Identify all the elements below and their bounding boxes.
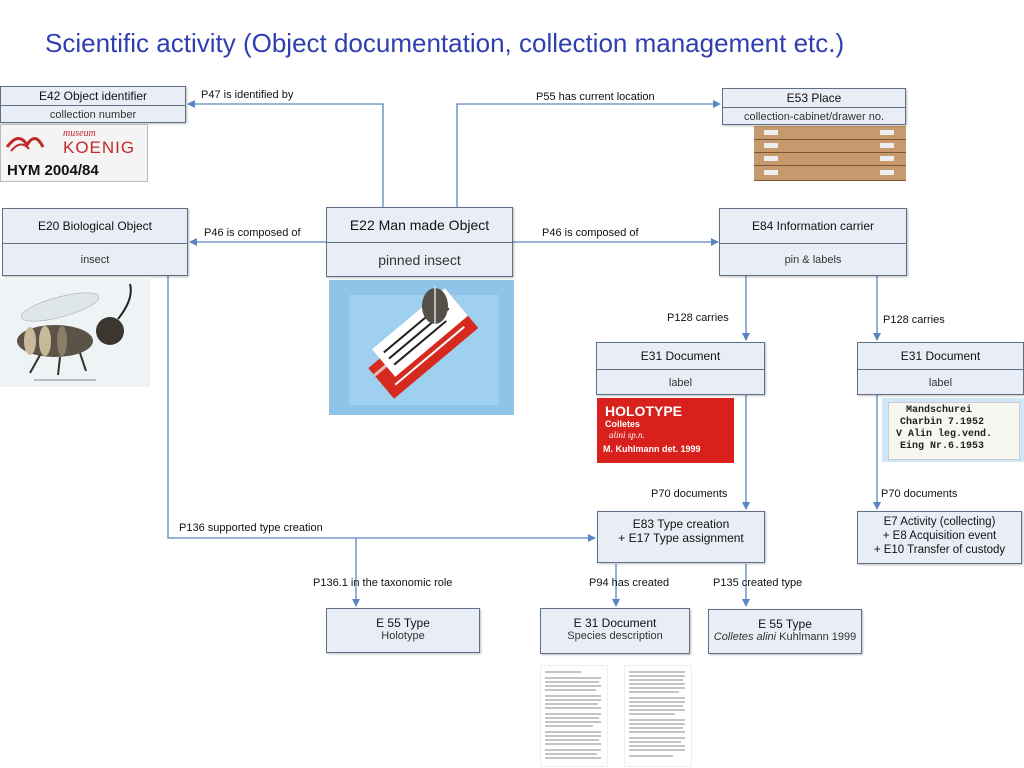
node-e31-document-b[interactable]: E31 Document label — [857, 342, 1024, 395]
node-e22-head: E22 Man made Object — [327, 208, 512, 243]
node-e7-line1: E7 Activity (collecting) — [883, 516, 996, 528]
node-e31-document-a[interactable]: E31 Document label — [596, 342, 765, 395]
drawer-handle — [880, 130, 894, 135]
edge-label-p135: P135 created type — [713, 577, 803, 589]
node-e7-activity[interactable]: E7 Activity (collecting) + E8 Acquisitio… — [857, 511, 1022, 564]
node-e53-sub: collection-cabinet/drawer no. — [743, 111, 885, 123]
edge-label-p46-right: P46 is composed of — [542, 227, 639, 239]
node-e42-head: E42 Object identifier — [1, 87, 185, 106]
collection-label-line3: V Alin leg.vend. — [896, 429, 993, 440]
node-e42-object-identifier[interactable]: E42 Object identifier collection number — [0, 86, 186, 123]
drawer-handle — [880, 156, 894, 161]
node-e31b-sub: label — [928, 376, 953, 389]
holotype-label-line1: HOLOTYPE — [605, 403, 683, 419]
node-e20-sub: insect — [80, 254, 110, 266]
node-e31a-head: E31 Document — [597, 343, 764, 370]
edge-label-p128b: P128 carries — [883, 314, 945, 326]
node-e22-sub: pinned insect — [378, 252, 461, 268]
drawer-4 — [754, 166, 906, 181]
edge-label-p70b: P70 documents — [881, 488, 958, 500]
node-e55a-head: E 55 Type — [376, 616, 430, 630]
collection-label-paper — [888, 402, 1020, 460]
museum-logo-icon — [5, 137, 45, 152]
node-e7-line2: + E8 Acquisition event — [882, 530, 997, 542]
node-e83-type-creation[interactable]: E83 Type creation + E17 Type assignment — [597, 511, 765, 563]
node-e53-head: E53 Place — [723, 89, 905, 108]
bee-icon — [17, 283, 132, 381]
museum-label-top: museum — [63, 128, 96, 139]
node-e55b-sub-italic: Colletes alini — [713, 631, 777, 643]
holotype-label-line3: alini sp.n. — [609, 430, 645, 440]
node-e20-biological-object[interactable]: E20 Biological Object insect — [2, 208, 188, 276]
node-e53-place[interactable]: E53 Place collection-cabinet/drawer no. — [722, 88, 906, 125]
collection-label-image: Mandschurei Charbin 7.1952 V Alin leg.ve… — [882, 398, 1024, 462]
edge-label-p128a: P128 carries — [667, 312, 729, 324]
edge-label-p47: P47 is identified by — [201, 89, 294, 101]
edge-p55 — [456, 100, 721, 208]
edge-label-p94: P94 has created — [589, 577, 670, 589]
edge-label-p70a: P70 documents — [651, 488, 728, 500]
drawer-2 — [754, 140, 906, 153]
holotype-label-line4: M. Kuhlmann det. 1999 — [603, 444, 701, 454]
collection-label-line2: Charbin 7.1952 — [900, 417, 985, 428]
species-description-page-2 — [624, 665, 692, 767]
drawer-1 — [754, 127, 906, 140]
drawer-3 — [754, 153, 906, 166]
edge-label-p46-left: P46 is composed of — [204, 227, 301, 239]
holotype-label-line2: Colletes — [605, 419, 641, 429]
node-e55b-head: E 55 Type — [758, 617, 812, 631]
node-e31b-head: E31 Document — [858, 343, 1023, 370]
node-e55a-sub: Holotype — [381, 630, 425, 642]
node-e83-line2: + E17 Type assignment — [618, 531, 744, 545]
museum-label-brand: KOENIG — [63, 138, 136, 157]
collection-label-line1: Mandschurei — [906, 405, 973, 416]
pinned-insect-photo-icon — [349, 286, 499, 405]
drawer-handle — [880, 170, 894, 175]
edge-label-p136: P136 supported type creation — [179, 522, 323, 534]
cabinet-drawers-image — [754, 126, 906, 181]
node-e31c-head: E 31 Document — [573, 616, 657, 630]
node-e84-head: E84 Information carrier — [720, 209, 906, 244]
page-title: Scientific activity (Object documentatio… — [45, 28, 845, 58]
edge-p47 — [187, 100, 384, 208]
text-page-icon — [545, 671, 601, 759]
node-e83-line1: E83 Type creation — [632, 517, 730, 531]
text-page-icon — [629, 671, 685, 757]
drawer-handle — [764, 170, 778, 175]
museum-koenig-label-image: museum KOENIG HYM 2004/84 — [0, 124, 148, 182]
node-e55b-sub: Colletes alini Kuhlmann 1999 — [709, 631, 861, 643]
drawer-handle — [764, 156, 778, 161]
species-description-page-1 — [540, 665, 608, 767]
node-e20-head: E20 Biological Object — [3, 209, 187, 244]
node-e31-species-description[interactable]: E 31 Document Species description — [540, 608, 690, 654]
drawer-handle — [764, 130, 778, 135]
drawer-handle — [764, 143, 778, 148]
drawer-handle — [880, 143, 894, 148]
collection-label-line4: Eing Nr.6.1953 — [900, 441, 985, 452]
edge-label-p136-1: P136.1 in the taxonomic role — [313, 577, 453, 589]
pinned-insect-image — [329, 280, 514, 415]
node-e31a-sub: label — [668, 376, 693, 389]
insect-image — [0, 279, 150, 387]
node-e55-type-colletes[interactable]: E 55 Type Colletes alini Kuhlmann 1999 — [708, 609, 862, 654]
edge-p136 — [167, 276, 596, 542]
node-e42-sub: collection number — [49, 109, 137, 121]
museum-label-number: HYM 2004/84 — [7, 162, 99, 179]
node-e84-information-carrier[interactable]: E84 Information carrier pin & labels — [719, 208, 907, 276]
node-e55-type-holotype[interactable]: E 55 Type Holotype — [326, 608, 480, 653]
node-e31c-sub: Species description — [567, 630, 663, 642]
node-e84-sub: pin & labels — [784, 254, 842, 266]
holotype-label-image: HOLOTYPE Colletes alini sp.n. M. Kuhlman… — [597, 398, 734, 463]
node-e22-man-made-object[interactable]: E22 Man made Object pinned insect — [326, 207, 513, 277]
node-e7-line3: + E10 Transfer of custody — [873, 544, 1006, 556]
edge-label-p55: P55 has current location — [536, 91, 655, 103]
node-e55b-sub-rest: Kuhlmann 1999 — [776, 631, 857, 643]
